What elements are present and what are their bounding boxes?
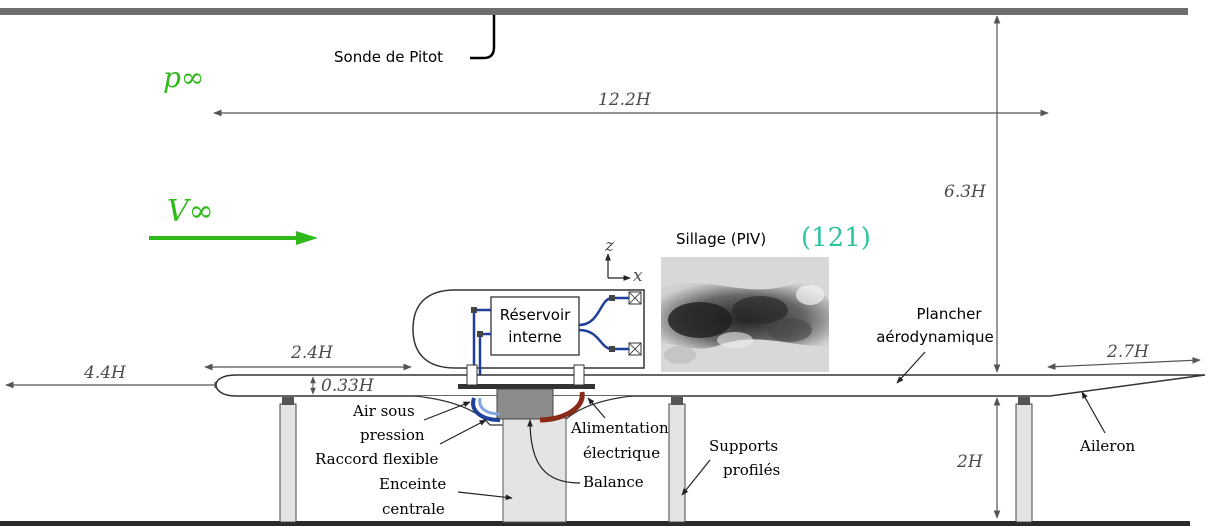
- tunnel-ceiling: [0, 8, 1188, 15]
- floor-label-2: aérodynamique: [876, 328, 994, 346]
- central-enclosure: [502, 417, 567, 523]
- enclosure-pointer: [457, 491, 513, 501]
- dim-2-7H-line: [1047, 356, 1201, 371]
- enclosure-label-1: Enceinte: [379, 475, 446, 493]
- air-label-1: Air sous: [352, 402, 415, 420]
- flex-label: Raccord flexible: [315, 450, 438, 468]
- flow-arrow-head: [296, 231, 318, 245]
- equation-number: (121): [801, 223, 871, 253]
- v-infinity-label: V∞: [167, 194, 214, 229]
- supports-pointer: [681, 459, 711, 496]
- power-pointer: [587, 397, 606, 419]
- air-label-2: pression: [360, 426, 425, 444]
- mount-right: [573, 364, 585, 386]
- enclosure-label-2: centrale: [382, 500, 445, 518]
- flex-pointer: [439, 419, 487, 445]
- balance-plate: [458, 384, 595, 389]
- aileron-pointer: [1081, 391, 1106, 434]
- supports-label-2: profilés: [723, 461, 780, 479]
- dim-2H-label: 2H: [956, 452, 984, 472]
- supports-label-1: Supports: [709, 437, 778, 455]
- dim-2-4H-label: 2.4H: [290, 343, 334, 363]
- air-pointer: [423, 401, 471, 421]
- axis-x-label: x: [633, 266, 643, 286]
- support-2: [668, 403, 686, 523]
- dim-4-4H-label: 4.4H: [83, 363, 127, 383]
- flexible-hose-1: [471, 397, 501, 422]
- mount-left: [466, 364, 478, 386]
- pitot-label: Sonde de Pitot: [334, 48, 443, 66]
- power-label-1: Alimentation: [570, 419, 669, 437]
- p-infinity-label: p∞: [163, 61, 204, 94]
- floor-label-1: Plancher: [916, 305, 982, 323]
- power-label-2: électrique: [583, 444, 660, 462]
- support-3: [1015, 403, 1033, 523]
- balance-label: Balance: [583, 473, 644, 491]
- aileron-label: Aileron: [1079, 437, 1136, 455]
- floor-pointer: [896, 351, 926, 384]
- power-cable: [539, 391, 585, 423]
- balance-pointer: [527, 419, 581, 484]
- reservoir-label-1: Réservoir: [500, 306, 571, 324]
- pitot-probe: [470, 15, 496, 60]
- dim-6-3H-label: 6.3H: [944, 182, 987, 202]
- flexible-hose-2: [478, 397, 501, 416]
- reservoir-label-2: interne: [508, 328, 561, 346]
- wake-label: Sillage (PIV): [676, 230, 766, 248]
- dim-2-7H-label: 2.7H: [1106, 342, 1150, 362]
- axis-z-label: z: [604, 236, 615, 256]
- balance-block: [496, 388, 554, 420]
- internal-reservoir: [490, 296, 580, 356]
- aero-floor: [215, 374, 1206, 397]
- dim-12-2H-label: 12.2H: [598, 90, 652, 110]
- tunnel-floor: [0, 521, 1190, 526]
- support-1: [279, 403, 297, 523]
- piv-wake-image: [661, 257, 829, 372]
- dim-0-33H-label: 0.33H: [321, 376, 375, 396]
